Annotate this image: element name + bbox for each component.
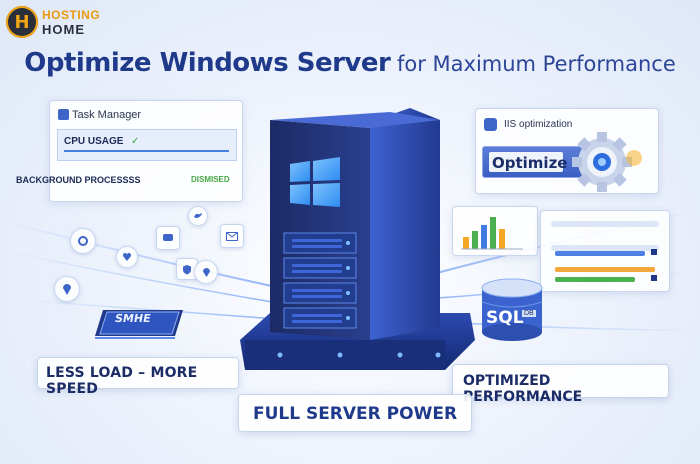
page-headline: Optimize Windows Server for Maximum Perf… [0, 48, 700, 78]
chip-label: SMHE [113, 312, 152, 325]
logo-badge-icon: H [6, 6, 38, 38]
processor-chip-icon [95, 310, 183, 339]
optimize-button-face [489, 152, 563, 172]
optimized-performance-label: OPTIMIZED PERFORMANCE [452, 364, 669, 405]
chat-icon [156, 226, 180, 250]
location-pin-icon [194, 260, 218, 284]
performance-stats-panel [540, 210, 670, 292]
bar-chart-icon [461, 217, 523, 250]
server-tower-illustration [240, 108, 475, 370]
full-server-power-text: FULL SERVER POWER [252, 404, 458, 424]
headline-bold: Optimize Windows Server [24, 48, 391, 78]
chip-wrapper: SMHE [95, 300, 190, 340]
mail-icon [220, 224, 244, 248]
task-manager-icon [58, 109, 69, 120]
logo-text-top: HOSTING [42, 8, 101, 22]
check-icon: ✓ [131, 136, 140, 147]
cpu-usage-label: CPU USAGE [64, 136, 124, 147]
task-manager-panel: Task Manager CPU USAGE ✓ [49, 100, 243, 202]
gear-icon [572, 132, 642, 192]
logo-text-bottom: HOME [42, 22, 85, 37]
full-server-power-label: FULL SERVER POWER [238, 394, 472, 432]
less-load-label: LESS LOAD – MORE SPEED [37, 357, 239, 397]
settings-icon [70, 228, 96, 254]
bar-chart-panel [452, 206, 538, 256]
location-icon [54, 276, 80, 302]
cpu-usage-bar: CPU USAGE ✓ [57, 129, 237, 161]
less-load-text: LESS LOAD – MORE SPEED [46, 365, 198, 397]
stats-bars [551, 221, 659, 282]
optimize-button[interactable]: Optimize [482, 146, 596, 178]
twitter-icon [188, 206, 208, 226]
iis-icon [484, 118, 497, 131]
cpu-usage-line [64, 150, 229, 152]
brand-logo: H HOSTING HOME [6, 4, 100, 40]
heart-icon [116, 246, 138, 268]
dismissed-badge: DISMISED [191, 175, 230, 184]
task-manager-title: Task Manager [72, 109, 142, 121]
background-processes-label: BACKGROUND PROCESSSS [16, 175, 141, 185]
sql-label: SQL [486, 308, 524, 328]
iis-title: IIS optimization [504, 119, 573, 130]
optimize-button-label: Optimize [492, 154, 568, 172]
optimized-performance-text: OPTIMIZED PERFORMANCE [463, 373, 583, 405]
sql-database: SQL DB [478, 278, 548, 344]
headline-regular: for Maximum Performance [390, 52, 676, 76]
sql-tag: DB [522, 310, 536, 317]
